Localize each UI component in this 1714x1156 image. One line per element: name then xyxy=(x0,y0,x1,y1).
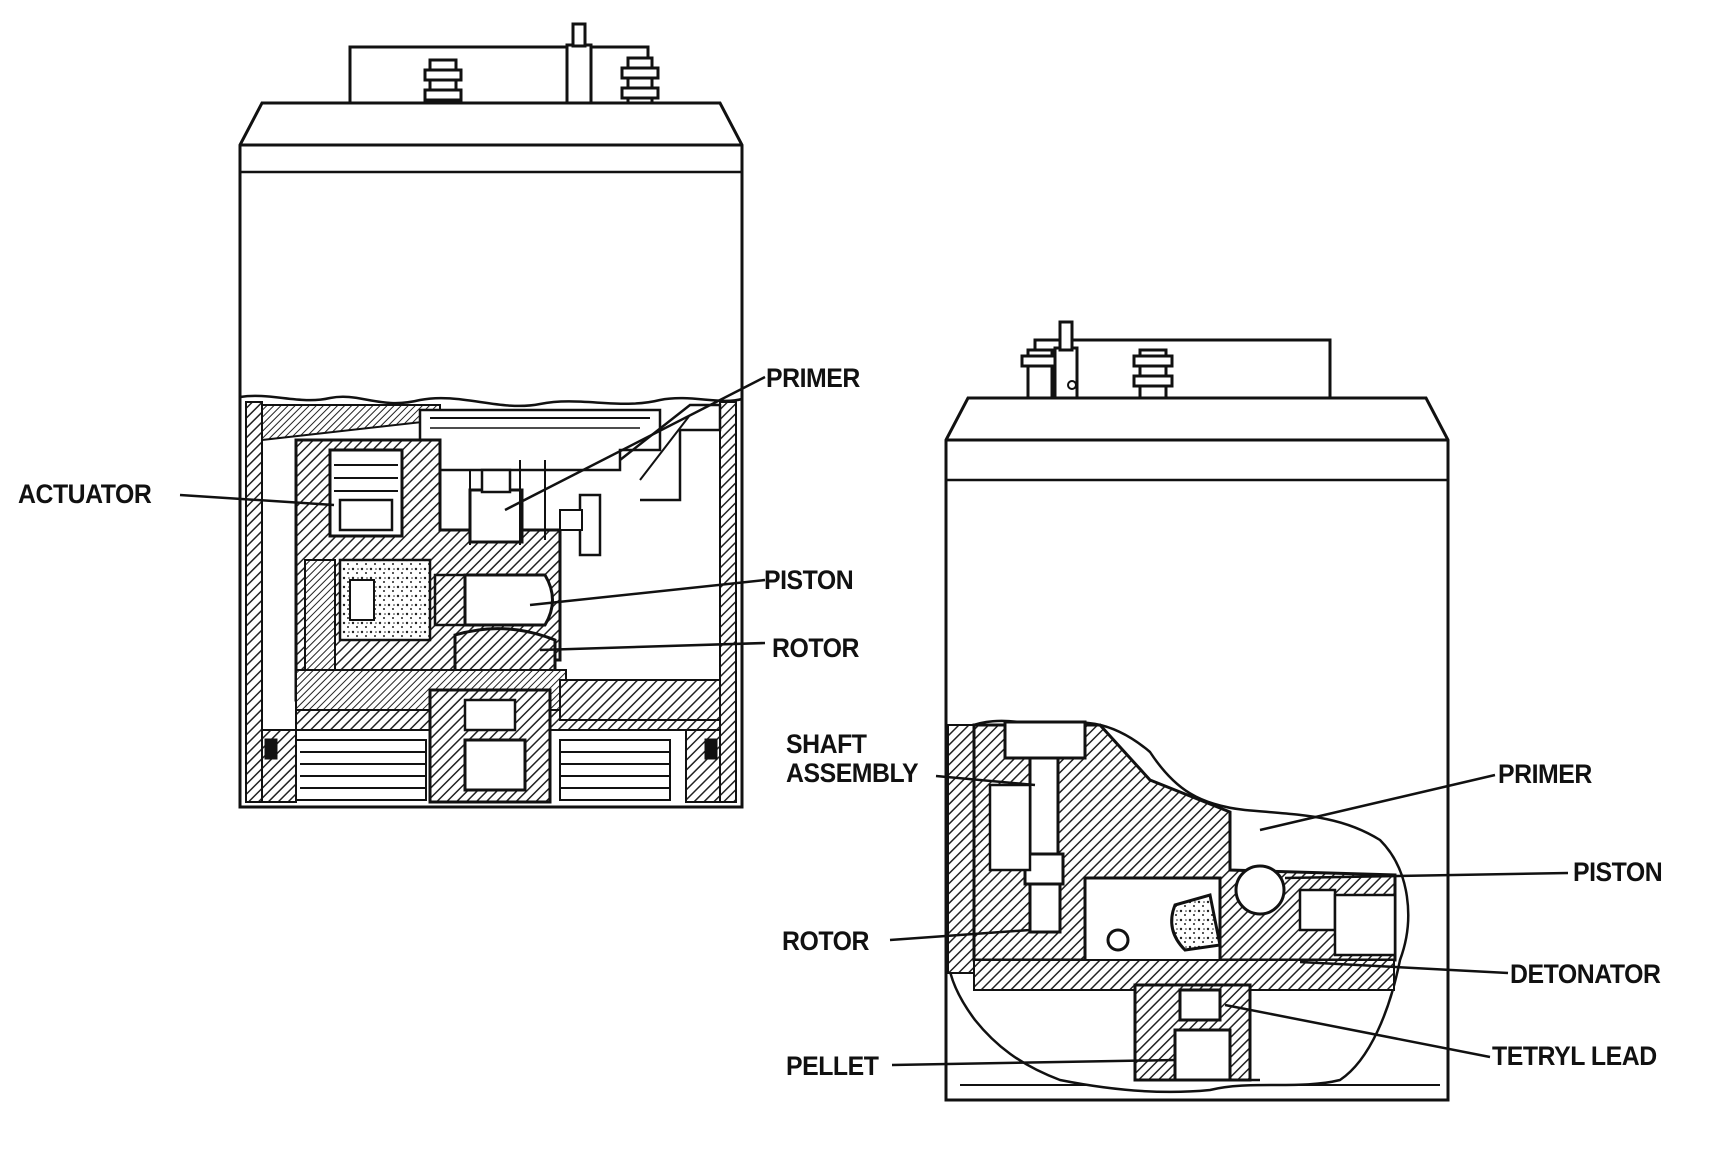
label-shaft-assembly: SHAFT ASSEMBLY xyxy=(786,729,919,788)
right-shaft xyxy=(1028,756,1060,856)
right-tetryl-lead xyxy=(1178,988,1222,1022)
right-piston xyxy=(1234,864,1286,916)
right-pellet xyxy=(1173,1028,1232,1082)
label-piston-left: PISTON xyxy=(764,565,854,595)
label-shaft-line1: SHAFT xyxy=(786,729,867,759)
label-primer-right: PRIMER xyxy=(1498,759,1592,789)
left-cutaway-edge xyxy=(239,394,743,408)
label-shaft-line2: ASSEMBLY xyxy=(786,758,919,788)
left-piston xyxy=(433,573,467,627)
right-leader-lines xyxy=(889,773,1569,1067)
right-detonator xyxy=(1170,893,1222,952)
right-shaft-cap xyxy=(1003,720,1087,760)
left-top-connector xyxy=(348,22,660,107)
left-primer xyxy=(468,488,524,544)
label-piston-right: PISTON xyxy=(1573,857,1663,887)
label-pellet: PELLET xyxy=(786,1051,879,1081)
left-fuze-view xyxy=(179,22,766,809)
right-fuze-view xyxy=(889,320,1569,1102)
label-detonator: DETONATOR xyxy=(1510,959,1661,989)
right-wall-left xyxy=(947,724,975,974)
right-top-connector xyxy=(1020,320,1332,400)
label-actuator: ACTUATOR xyxy=(18,479,152,509)
label-tetryl-lead: TETRYL LEAD xyxy=(1492,1041,1657,1071)
left-wall-right xyxy=(719,401,737,803)
left-leader-lines xyxy=(179,375,766,652)
label-primer-left: PRIMER xyxy=(766,363,860,393)
left-wall-left xyxy=(245,401,263,803)
label-rotor-left: ROTOR xyxy=(772,633,859,663)
label-rotor-right: ROTOR xyxy=(782,926,869,956)
